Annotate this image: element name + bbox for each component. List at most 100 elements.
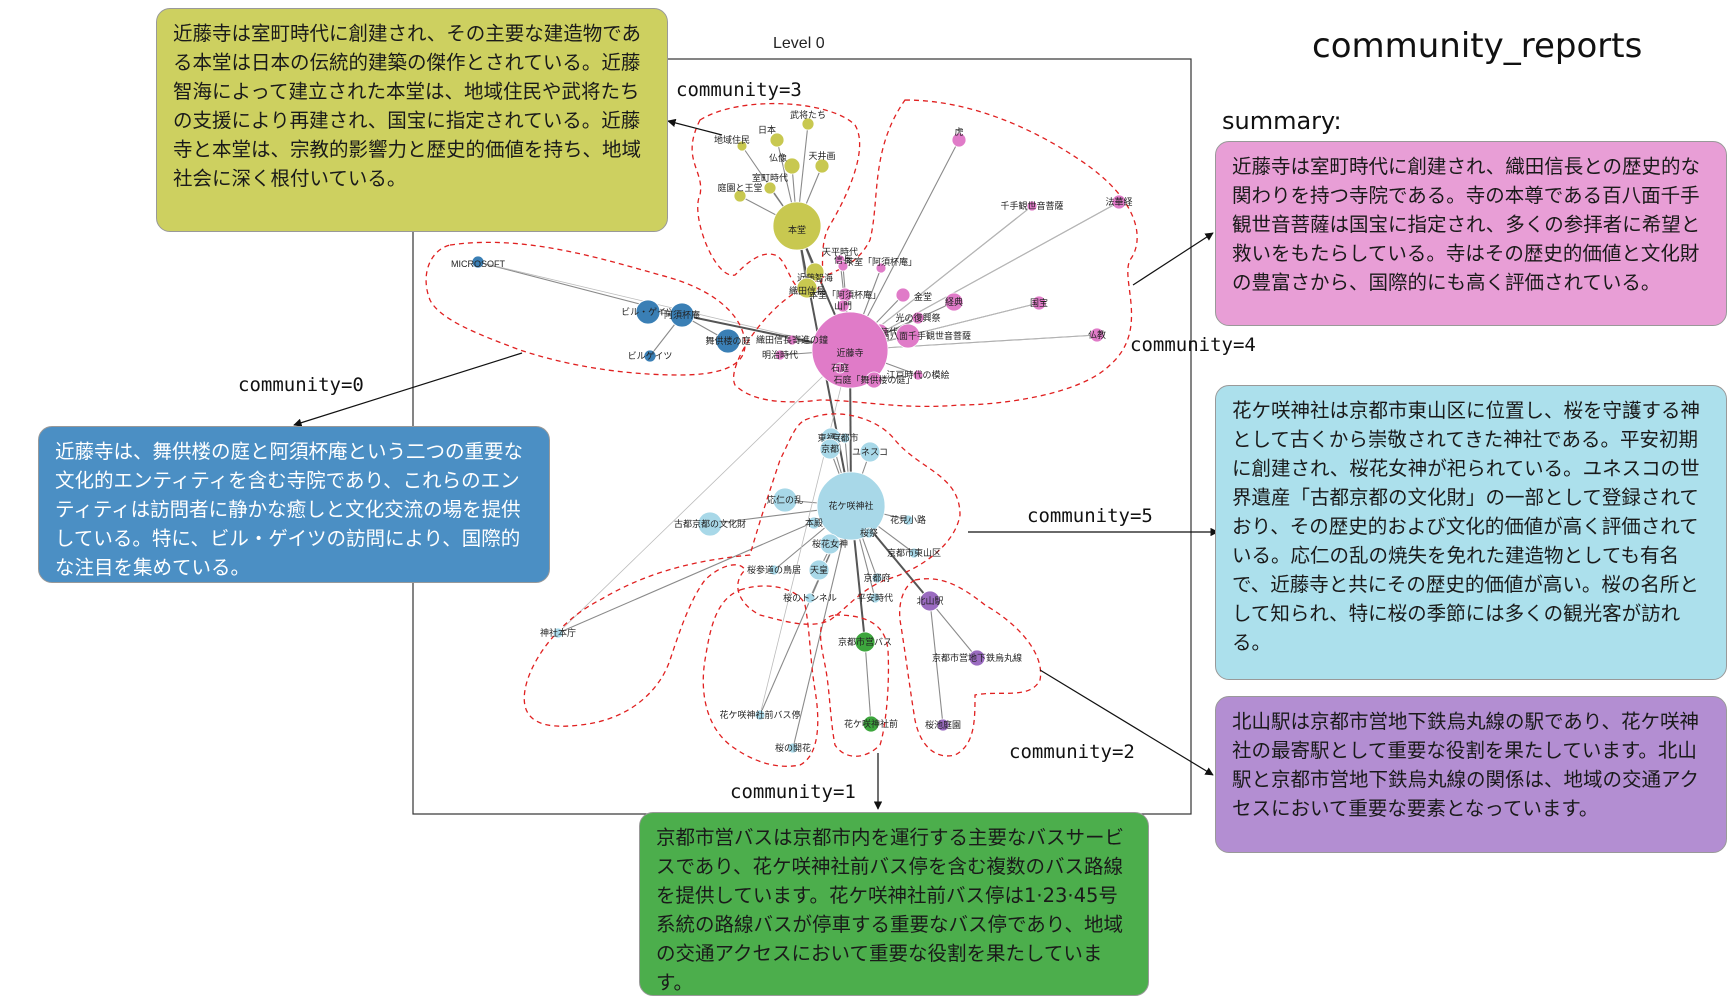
community-2-label: community=2: [1009, 741, 1135, 763]
graph-node-label: 近藤智海: [797, 272, 833, 283]
graph-node-label: 京都市営バス: [838, 636, 892, 647]
graph-node-label: 虎: [954, 126, 963, 137]
graph-node-label: 信長: [834, 254, 852, 265]
graph-node-c5: [808, 559, 830, 581]
graph-edge-faint: [759, 349, 851, 716]
graph-node-label: 花ケ咲神社前バス停: [719, 709, 800, 720]
graph-node-c0: [635, 299, 661, 325]
graph-node-c3: [772, 201, 822, 251]
graph-node-c3: [805, 262, 825, 282]
graph-node-label: 神社本庁: [540, 627, 576, 638]
community-3-report: 近藤寺は室町時代に創建され、その主要な建造物である本堂は日本の伝統的建築の傑作と…: [156, 8, 668, 232]
graph-node-label: 古都京都の文化財: [674, 518, 746, 529]
graph-node-c4: [774, 349, 786, 361]
community-1-report: 京都市営バスは京都市内を運行する主要なバスサービスであり、花ケ咲神社前バス停を含…: [639, 812, 1149, 996]
graph-node-label: 花見小路: [890, 514, 926, 525]
community-0-boundary: [425, 241, 746, 376]
graph-node-label: 庭園と王堂: [717, 182, 762, 193]
graph-node-c5: [871, 572, 883, 584]
graph-node-label: 舞供楼の庭: [705, 335, 750, 346]
graph-node-c4: [1111, 194, 1127, 210]
graph-edge: [849, 139, 960, 351]
graph-node-c4: [944, 292, 964, 312]
graph-node-label: 武将たち: [790, 109, 826, 120]
graph-node-label: 江戸時代の模絵: [886, 369, 949, 380]
graph-node-label: 京都市営地下鉄烏丸線: [932, 652, 1022, 663]
graph-node-label: 織田信長寄進の鐘: [756, 334, 828, 345]
graph-edge-faint: [849, 201, 1120, 351]
graph-node-label: 百八面千手観世音菩薩: [881, 330, 971, 341]
graph-node-c5: [768, 564, 780, 576]
page-title: community_reports: [1312, 26, 1643, 66]
graph-node-label: 北山駅: [916, 596, 943, 606]
graph-node-c1: [854, 631, 876, 653]
graph-node-c0: [471, 255, 485, 269]
graph-node-label: 平安時代: [857, 592, 893, 603]
community-4-boundary: [732, 99, 1138, 408]
graph-node-label: 近藤寺: [836, 347, 863, 358]
graph-node-label: 桜祭: [860, 527, 878, 538]
graph-node-c3: [769, 132, 785, 148]
community-1-boundary: [819, 614, 890, 757]
graph-node-label: 桜花女神: [812, 538, 848, 549]
graph-node-c3: [736, 140, 748, 152]
graph-node-c5: [859, 441, 881, 463]
graph-node-label: MICROSOFT: [451, 259, 505, 269]
graph-node-c4: [1089, 327, 1105, 343]
arrow-community-3: [667, 118, 723, 136]
community-0-report: 近藤寺は、舞供楼の庭と阿須杯庵という二つの重要な文化的エンティティを含む寺院であ…: [38, 426, 550, 583]
graph-node-label: 石庭: [831, 362, 849, 373]
community-2-report: 北山駅は京都市営地下鉄烏丸線の駅であり、花ケ咲神社の最寄駅として重要な役割を果た…: [1215, 696, 1727, 853]
graph-node-c4: [811, 311, 889, 389]
community-1-label: community=1: [730, 781, 856, 803]
graph-node-c4: [951, 132, 967, 148]
graph-node-c3: [733, 189, 747, 203]
graph-node-c0: [715, 328, 741, 354]
graph-node-c5: [819, 533, 841, 555]
community-4-label: community=4: [1130, 334, 1256, 356]
graph-edge-faint: [849, 334, 1098, 351]
graph-node-c4: [895, 323, 921, 349]
graph-node-label: 阿須杯庵: [664, 309, 700, 320]
graph-node-c5: [819, 438, 841, 460]
graph-node-c4: [836, 299, 850, 313]
graph-node-c5: [804, 592, 816, 604]
graph-edge: [792, 505, 852, 749]
graph-node-c4: [895, 287, 911, 303]
graph-node-label: 京都市: [831, 432, 858, 443]
community-3-label: community=3: [676, 79, 802, 101]
graph-node-c3: [796, 277, 818, 299]
graph-node-label: 国宝: [1030, 297, 1048, 308]
graph-node-label: 日本: [758, 124, 776, 135]
community-3-boundary: [691, 102, 861, 293]
graph-node-c5: [807, 516, 821, 530]
graph-edge: [864, 641, 872, 725]
graph-node-c4: [786, 334, 798, 346]
graph-node-label: 本堂: [788, 224, 806, 235]
arrow-community-4: [1132, 232, 1214, 286]
graph-node-label: 地域住民: [714, 134, 750, 145]
graph-node-label: 桜のトンネル: [783, 592, 837, 603]
graph-node-label: ビル・ゲイツ: [621, 306, 675, 317]
report-arrows: [293, 118, 1219, 810]
graph-node-c5: [697, 511, 723, 537]
graph-node-label: 天平時代: [822, 247, 858, 257]
graph-node-label: 京都府: [863, 572, 890, 583]
graph-node-c4: [865, 371, 883, 389]
graph-node-c5: [902, 514, 914, 526]
community-5-boundary: [523, 413, 961, 727]
graph-node-label: 山門: [834, 301, 852, 311]
community-1-boundary-lower: [702, 585, 819, 767]
graph-edge: [929, 600, 944, 726]
graph-node-label: 本殿: [805, 517, 823, 528]
graph-node-c5: [754, 709, 766, 721]
graph-node-c4: [911, 311, 925, 325]
graph-node-label: ユネスコ: [852, 447, 888, 457]
graph-edge-faint: [477, 261, 851, 351]
graph-node-label: 光の復興祭: [895, 312, 940, 323]
community-4-report: 近藤寺は室町時代に創建され、織田信長との歴史的な関わりを持つ寺院である。寺の本尊…: [1215, 141, 1727, 326]
graph-node-c5: [816, 471, 886, 541]
graph-node-label: 仏教: [1088, 329, 1106, 340]
graph-node-c3: [801, 117, 815, 131]
